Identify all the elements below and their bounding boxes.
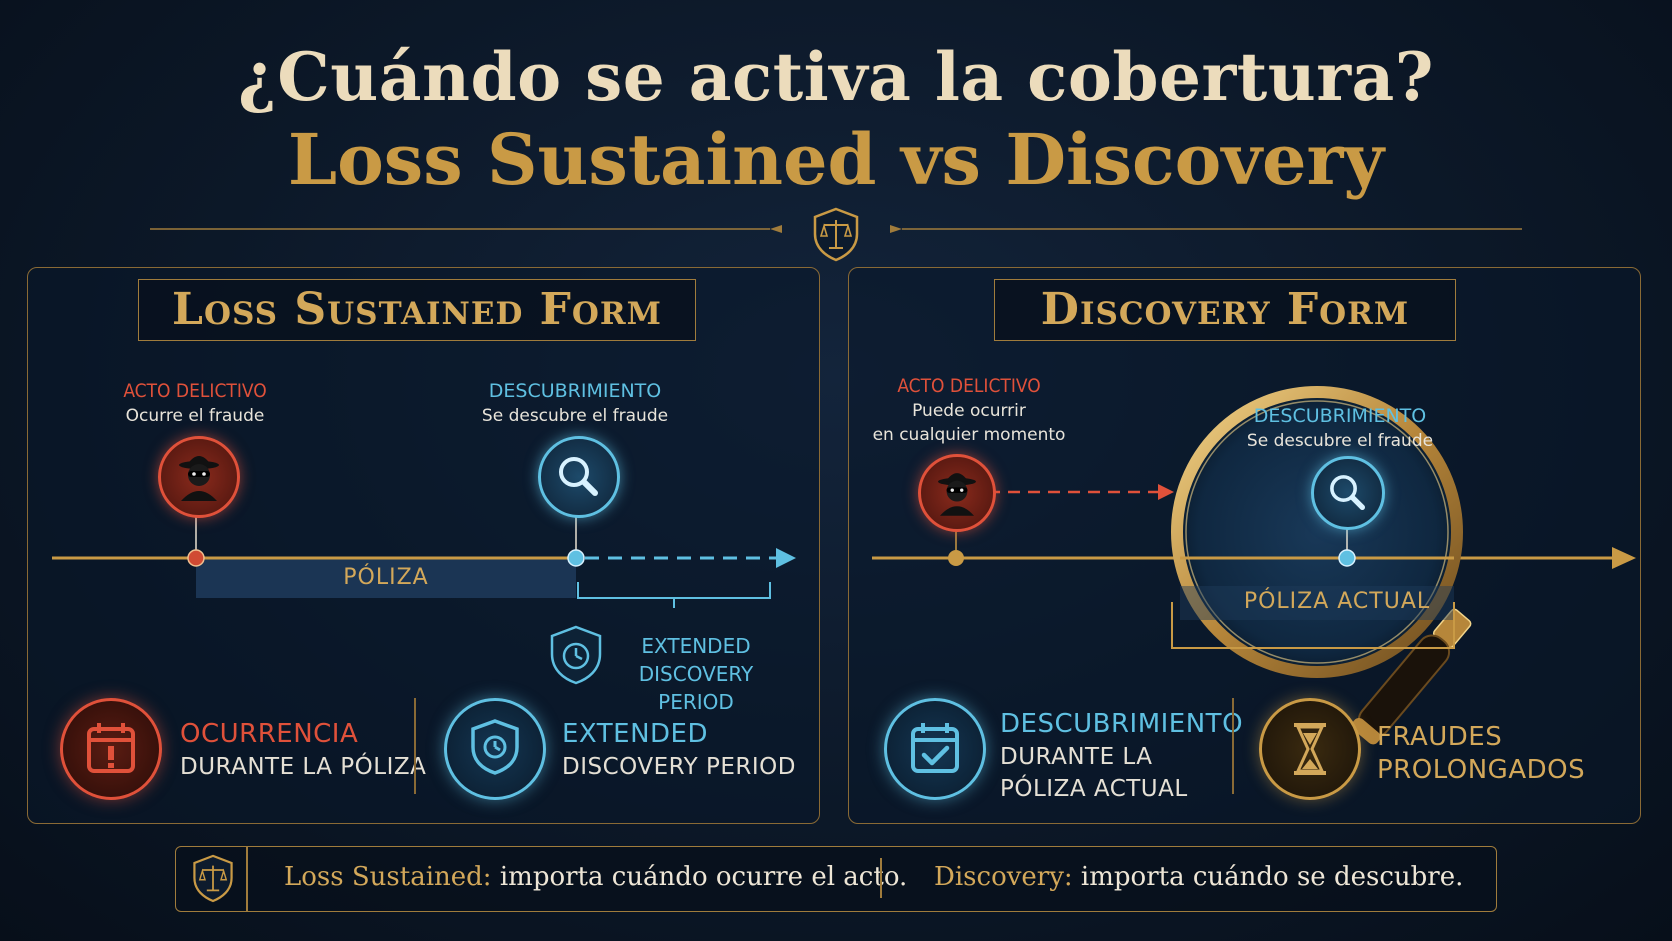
footer-left-text: Loss Sustained: importa cuándo ocurre el… — [284, 862, 908, 892]
d-divider — [1232, 698, 1234, 794]
footer-divider — [880, 858, 882, 898]
footer-right-text: Discovery: importa cuándo se descubre. — [934, 862, 1464, 892]
discovery-heading: Discovery Form — [994, 279, 1456, 341]
thief-icon — [158, 436, 240, 518]
ls-discovery-sub: Se descubre el fraude — [481, 406, 669, 426]
page-title: ¿Cuándo se activa la cobertura? — [238, 38, 1434, 116]
hourglass-icon — [1259, 698, 1361, 800]
scales-shield-icon-footer — [193, 854, 233, 903]
ls-policy-label: PÓLIZA — [343, 565, 429, 590]
shield-clock-icon-large — [444, 698, 546, 800]
d-feature1-title: DESCUBRIMIENTO — [1000, 709, 1244, 739]
d-feature1-sub-1: DURANTE LA — [1000, 744, 1153, 770]
magnifier-icon-2 — [1311, 456, 1385, 530]
d-act-sub-2: en cualquier momento — [872, 425, 1066, 445]
d-timeline — [872, 386, 1636, 745]
ls-feature1-sub: DURANTE LA PÓLIZA — [180, 754, 427, 780]
ls-discovery-label: DESCUBRIMIENTO — [488, 380, 662, 402]
ls-feature2-title: EXTENDED — [562, 719, 709, 749]
loss-sustained-heading: Loss Sustained Form — [138, 279, 696, 341]
scales-shield-icon — [813, 207, 859, 262]
d-act-sub-1: Puede ocurrir — [912, 401, 1026, 421]
d-feature1-sub-2: PÓLIZA ACTUAL — [1000, 776, 1188, 802]
ls-feature2-sub: DISCOVERY PERIOD — [562, 754, 796, 780]
calendar-alert-icon — [60, 698, 162, 800]
loss-sustained-panel — [27, 267, 820, 824]
d-discovery-sub: Se descubre el fraude — [1246, 431, 1434, 451]
d-act-label: ACTO DELICTIVO — [897, 375, 1041, 397]
ls-timeline — [52, 510, 796, 608]
header-divider — [150, 225, 1522, 233]
d-feature2-title-1: FRAUDES — [1377, 722, 1503, 752]
ls-divider — [414, 698, 416, 794]
footer-icon-divider — [246, 847, 248, 911]
d-feature2-title-2: PROLONGADOS — [1377, 755, 1586, 785]
ls-policy-band — [196, 558, 576, 598]
ls-act-label: ACTO DELICTIVO — [123, 380, 267, 402]
magnifier-icon — [538, 436, 620, 518]
ls-extended-small: EXTENDED DISCOVERY PERIOD — [638, 634, 754, 714]
calendar-check-icon — [884, 698, 986, 800]
ls-act-sub: Ocurre el fraude — [125, 406, 265, 426]
d-policy-label: PÓLIZA ACTUAL — [1243, 589, 1431, 614]
shield-clock-icon — [550, 625, 602, 685]
page-subtitle: Loss Sustained vs Discovery — [287, 118, 1385, 201]
ls-feature1-title: OCURRENCIA — [180, 719, 359, 749]
d-discovery-label: DESCUBRIMIENTO — [1253, 405, 1427, 427]
footer-bar — [175, 846, 1497, 912]
thief-icon-2 — [918, 454, 996, 532]
